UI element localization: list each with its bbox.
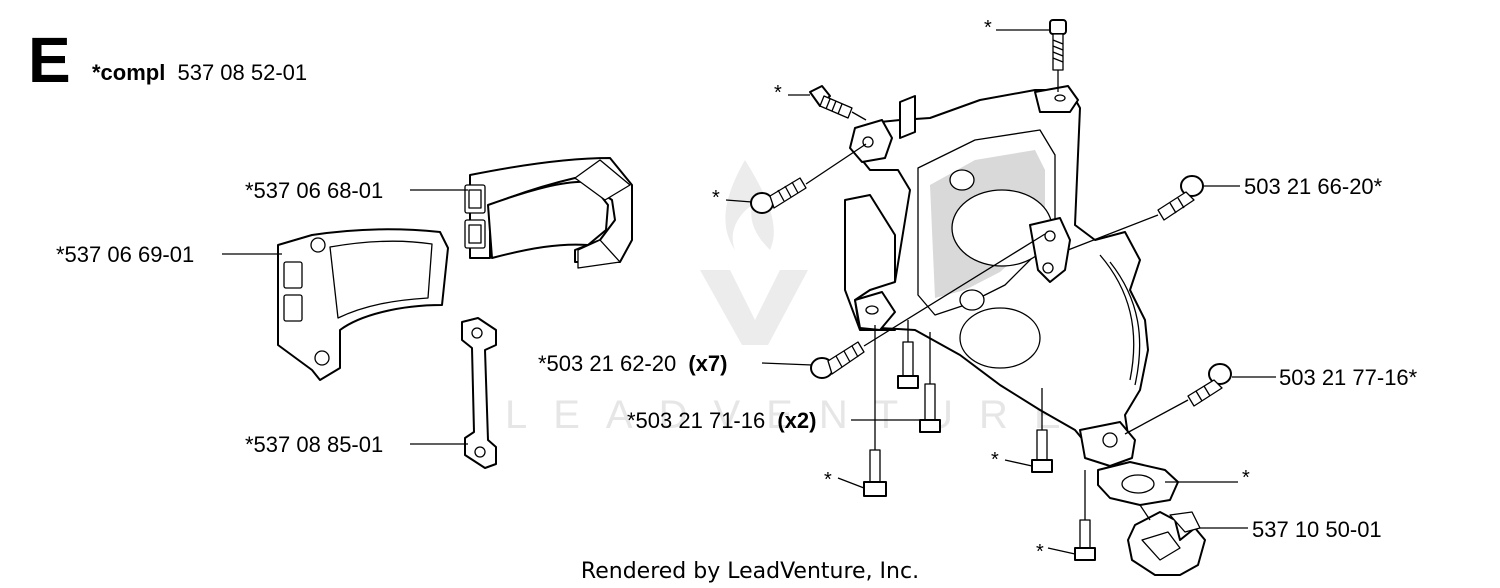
part-537-06-69-01 [277,228,449,381]
label-503-21-77-16: 503 21 77-16* [1279,365,1418,390]
label-537-08-85-01: *537 08 85-01 [245,432,383,457]
compl-prefix: *compl [92,60,165,85]
star-left-bolt: * [712,187,720,209]
star-bottom: * [1036,541,1044,563]
watermark: LEADVENTURE [505,160,1087,437]
star-bottom-left: * [824,469,832,491]
part-537-06-68-01 [464,157,633,269]
bolt-vertical-c [863,449,887,497]
star-bottom-mid: * [991,449,999,471]
label-537-06-68-01: *537 06 68-01 [245,178,383,203]
section-letter: E [28,24,71,96]
label-503-21-62-20-qty: (x7) [688,351,727,376]
label-503-21-71-16-number: *503 21 71-16 [627,408,765,433]
part-crankcase-housing [844,85,1179,506]
bolt-left [750,177,807,214]
label-503-21-71-16-qty: (x2) [777,408,816,433]
compl-number: 537 08 52-01 [177,60,307,85]
part-537-08-85-01 [461,317,497,469]
bolt-503-21-77-16 [1187,363,1232,407]
part-537-10-50-01 [1127,511,1206,576]
bolt-vertical-e [1074,519,1096,561]
label-503-21-62-20: *503 21 62-20 (x7) [538,351,727,376]
label-537-06-69-01: *537 06 69-01 [56,242,194,267]
label-537-10-50-01: 537 10 50-01 [1252,517,1382,542]
watermark-text: LEADVENTURE [505,393,1087,437]
star-right: * [1242,467,1250,489]
bolt-vertical-b [919,383,941,433]
bolt-vertical-d [1031,429,1053,473]
bolt-vertical-a [897,341,919,389]
label-503-21-66-20: 503 21 66-20* [1244,174,1383,199]
footer-rendered-by: Rendered by LeadVenture, Inc. [581,559,919,584]
label-503-21-71-16: *503 21 71-16 (x2) [627,408,816,433]
bolt-503-21-66-20 [1157,175,1204,221]
star-upper-left: * [774,82,782,104]
bolt-503-21-62-20 [810,341,865,379]
star-top: * [984,17,992,39]
compl-label: *compl 537 08 52-01 [92,60,307,85]
leadventure-flame-logo-icon [700,160,808,345]
leader-lines [222,29,1276,555]
label-503-21-62-20-number: *503 21 62-20 [538,351,676,376]
bolt-upper-left [809,85,853,119]
bolt-top [1049,19,1067,71]
